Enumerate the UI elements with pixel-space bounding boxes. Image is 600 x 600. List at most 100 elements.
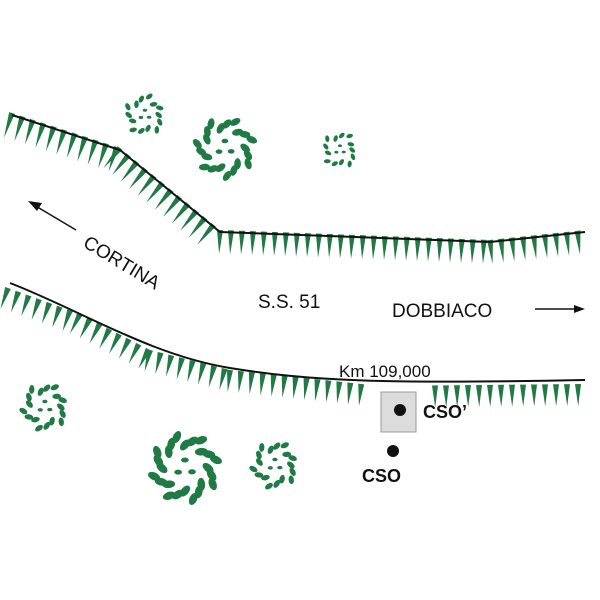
cortina-label: CORTINA: [79, 232, 163, 294]
vegetation-spike: [458, 238, 465, 263]
vegetation-spike: [469, 239, 476, 264]
vegetation-spike: [45, 125, 57, 152]
vegetation-spike: [486, 384, 493, 407]
vegetation-spike: [314, 379, 321, 402]
vegetation-spike: [541, 384, 548, 407]
vegetation-spike: [56, 129, 68, 155]
vegetation-spike: [238, 230, 245, 255]
vegetation-spike: [563, 231, 570, 256]
vegetation-spike: [281, 375, 288, 398]
vegetation-spike: [21, 294, 32, 317]
vegetation-spike: [66, 132, 78, 159]
vegetation-spike: [508, 237, 515, 262]
vegetation-spike: [171, 201, 191, 224]
station-marker-icon: [387, 445, 399, 457]
vegetation-spike: [260, 231, 267, 256]
vegetation-spike: [259, 373, 266, 396]
embankment-vegetation: [0, 112, 581, 408]
vegetation-spike: [530, 384, 537, 407]
vegetation-spike: [248, 372, 255, 395]
vegetation-spike: [31, 298, 42, 320]
vegetation-spike: [237, 370, 244, 394]
vegetation-spike: [552, 232, 559, 257]
cso-prime-label: CSO’: [423, 402, 467, 422]
vegetation-spike: [155, 351, 164, 375]
vegetation-spike: [453, 385, 460, 408]
vegetation-spike: [381, 235, 388, 261]
vegetation-spike: [574, 384, 581, 407]
vegetation-spike: [337, 234, 344, 259]
trees: [19, 93, 356, 505]
tree-icon: [19, 384, 67, 432]
cso-label: CSO: [362, 466, 401, 486]
tree-icon: [249, 442, 297, 490]
vegetation-spike: [103, 146, 123, 169]
vegetation-spike: [109, 332, 122, 354]
vegetation-spike: [87, 139, 99, 165]
vegetation-spike: [403, 236, 410, 261]
arrow-left-icon: [28, 201, 77, 231]
tree-icon: [125, 93, 164, 134]
vegetation-spike: [447, 238, 454, 263]
tree-icon: [148, 431, 222, 505]
vegetation-spike: [519, 236, 526, 261]
vegetation-spike: [487, 239, 493, 264]
vegetation-spike: [154, 187, 174, 210]
vegetation-spike: [197, 222, 216, 245]
vegetation-spike: [208, 365, 217, 388]
vegetation-spike: [14, 115, 26, 142]
vegetation-spike: [271, 231, 278, 257]
vegetation-spike: [62, 309, 73, 332]
vegetation-spike: [359, 235, 366, 260]
vegetation-spike: [293, 232, 300, 257]
vegetation-spike: [392, 236, 399, 261]
vegetation-spike: [480, 239, 487, 264]
vegetation-spike: [431, 385, 438, 408]
vegetation-spike: [370, 235, 377, 260]
vegetation-spike: [41, 301, 53, 324]
road-name-label: S.S. 51: [258, 292, 320, 313]
arrow-right-icon: [535, 305, 585, 313]
vegetation-spike: [129, 167, 148, 190]
vegetation-spike: [128, 342, 142, 364]
vegetation-spike: [69, 312, 83, 334]
vegetation-spike: [530, 235, 537, 260]
vegetation-spike: [24, 118, 36, 145]
vegetation-spike: [10, 290, 22, 313]
vegetation-spike: [35, 122, 47, 148]
vegetation-spike: [292, 376, 299, 399]
vegetation-spike: [166, 354, 175, 377]
vegetation-spike: [146, 180, 165, 203]
vegetation-spike: [163, 194, 182, 217]
vegetation-spike: [89, 322, 103, 344]
vegetation-spike: [574, 230, 581, 255]
vegetation-spike: [497, 238, 504, 263]
vegetation-spike: [282, 232, 289, 257]
vegetation-spike: [425, 237, 432, 262]
road-edge-south: [9, 282, 586, 383]
vegetation-spike: [270, 374, 277, 397]
vegetation-spike: [180, 208, 199, 231]
vegetation-spike: [508, 384, 515, 407]
vegetation-spike: [519, 384, 526, 407]
tree-icon: [323, 132, 356, 168]
vegetation-spike: [144, 349, 153, 372]
vegetation-spike: [79, 317, 93, 339]
vegetation-spike: [304, 233, 311, 258]
vegetation-spike: [0, 286, 11, 309]
vegetation-spike: [326, 233, 333, 259]
vegetation-spike: [442, 385, 449, 408]
vegetation-spike: [187, 359, 196, 383]
km-marker-label: Km 109,000: [339, 362, 431, 381]
vegetation-spike: [552, 384, 559, 407]
vegetation-spike: [118, 337, 132, 359]
vegetation-spike: [176, 357, 185, 380]
station-marker-icon: [394, 404, 406, 416]
vegetation-spike: [464, 385, 471, 408]
vegetation-spike: [99, 327, 113, 349]
vegetation-spike: [325, 380, 332, 403]
vegetation-spike: [112, 153, 131, 176]
vegetation-spike: [358, 383, 365, 406]
